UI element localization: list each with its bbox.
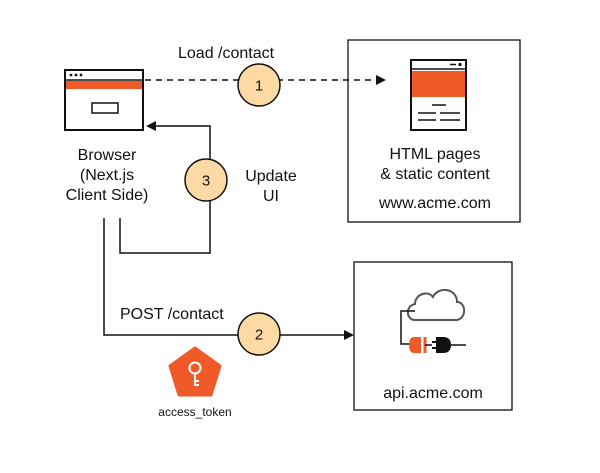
api-server-domain: api.acme.com — [383, 385, 483, 402]
browser-window-icon — [64, 69, 144, 131]
post-contact-label: POST /contact — [120, 306, 224, 323]
api-server-box — [353, 261, 513, 411]
update-ui-line1: Update — [245, 168, 297, 185]
step-1-number: 1 — [255, 78, 263, 95]
update-ui-connector — [119, 121, 211, 254]
plug-icon — [409, 337, 466, 353]
static-content-line1: HTML pages — [389, 146, 481, 163]
step-2-number: 2 — [255, 327, 263, 344]
static-content-label: HTML pages & static content — [360, 145, 510, 185]
browser-label-line1: Browser — [77, 147, 137, 164]
update-ui-line2: UI — [263, 188, 279, 205]
cloud-icon — [400, 289, 466, 345]
load-contact-label: Load /contact — [178, 45, 275, 62]
browser-label-line2: (Next.js — [79, 167, 135, 184]
key-shield-icon — [168, 346, 222, 397]
update-ui-label: Update UI — [236, 167, 306, 207]
step-3-badge: 3 — [184, 158, 228, 202]
step-3-number: 3 — [202, 173, 210, 190]
static-content-line2: & static content — [380, 166, 490, 183]
browser-label-line3: Client Side) — [65, 187, 149, 204]
static-server-domain: www.acme.com — [378, 195, 492, 212]
browser-label: Browser (Next.js Client Side) — [52, 146, 162, 206]
step-1-badge: 1 — [237, 63, 281, 107]
access-token-label: access_token — [158, 405, 232, 419]
web-page-icon — [410, 59, 467, 131]
step-2-badge: 2 — [237, 312, 281, 356]
